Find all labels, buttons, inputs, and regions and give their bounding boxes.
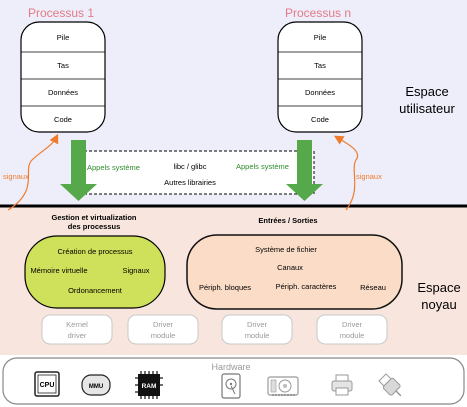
process-n-box — [277, 21, 363, 133]
graphics-card-icon — [267, 376, 299, 396]
process-n-segment-stack: Pile — [314, 33, 327, 42]
process-1-title: Processus 1 — [28, 6, 94, 20]
syscall-label-right: Appels système — [236, 162, 289, 171]
block-devices-label: Périph. bloques — [199, 283, 251, 292]
driver-module-2-line2: module — [245, 331, 270, 340]
signal-arrow-right — [333, 135, 359, 211]
process-n-segment-heap: Tas — [314, 61, 326, 70]
signal-arrow-left — [7, 133, 59, 211]
ram-label: RAM — [142, 383, 157, 390]
process-1: Processus 1 Pile Tas Données Code — [20, 6, 106, 133]
process-n-title: Processus n — [285, 6, 351, 20]
mmu-label: MMU — [89, 384, 103, 390]
cpu-icon: CPU — [34, 371, 60, 397]
process-1-segment-heap: Tas — [57, 61, 69, 70]
mmu-icon: MMU — [81, 374, 111, 396]
channels-label: Canaux — [277, 263, 303, 272]
ram-chip-icon: RAM — [135, 371, 163, 399]
io-title: Entrées / Sorties — [258, 216, 317, 225]
signal-label-right: signaux — [356, 172, 382, 181]
process-n: Processus n Pile Tas Données Code — [277, 6, 363, 133]
process-mgmt-title-line2: des processus — [68, 222, 121, 231]
cpu-label: CPU — [40, 382, 55, 389]
process-creation-label: Création de processus — [57, 247, 132, 256]
process-mgmt-box — [24, 235, 166, 309]
user-space-label-line1: Espace — [405, 84, 448, 99]
virtual-memory-label: Mémoire virtuelle — [30, 266, 87, 275]
kernel-driver-line2: driver — [68, 331, 87, 340]
printer-icon — [331, 374, 353, 396]
driver-module-3-line2: module — [340, 331, 365, 340]
driver-module-1-line2: module — [151, 331, 176, 340]
process-1-segment-code: Code — [54, 115, 72, 124]
driver-module-2-line1: Driver — [247, 320, 268, 329]
syscall-label-left: Appels système — [87, 163, 140, 172]
syscall-arrow-right — [286, 140, 323, 201]
kernel-space-label-line2: noyau — [421, 297, 456, 312]
signals-label: Signaux — [122, 266, 149, 275]
process-1-segment-data: Données — [48, 88, 78, 97]
process-1-box — [20, 21, 106, 133]
char-devices-label: Périph. caractères — [276, 282, 337, 291]
driver-module-3: Driver module — [316, 314, 388, 345]
network-label: Réseau — [360, 283, 386, 292]
process-mgmt-title-line1: Gestion et virtualization — [51, 213, 136, 222]
hard-drive-icon — [221, 373, 241, 399]
other-libraries-label: Autres librairies — [164, 178, 216, 187]
filesystem-label: Système de fichier — [255, 245, 317, 254]
usb-plug-icon — [378, 373, 402, 397]
libc-label: libc / glibc — [174, 162, 207, 171]
library-box — [83, 150, 315, 195]
signal-label-left: signaux — [3, 172, 29, 181]
driver-module-3-line1: Driver — [342, 320, 363, 329]
hardware-title: Hardware — [211, 362, 250, 372]
driver-module-2: Driver module — [221, 314, 293, 345]
io-box — [186, 234, 403, 310]
kernel-driver: Kernel driver — [41, 314, 113, 345]
syscall-arrow-left — [60, 140, 97, 201]
process-n-segment-data: Données — [305, 88, 335, 97]
driver-module-1: Driver module — [127, 314, 199, 345]
driver-module-1-line1: Driver — [153, 320, 174, 329]
kernel-driver-line1: Kernel — [66, 320, 88, 329]
process-n-segment-code: Code — [311, 115, 329, 124]
user-space-label-line2: utilisateur — [399, 101, 455, 116]
process-1-segment-stack: Pile — [57, 33, 70, 42]
scheduling-label: Ordonancement — [68, 286, 123, 295]
kernel-space-label-line1: Espace — [417, 280, 460, 295]
